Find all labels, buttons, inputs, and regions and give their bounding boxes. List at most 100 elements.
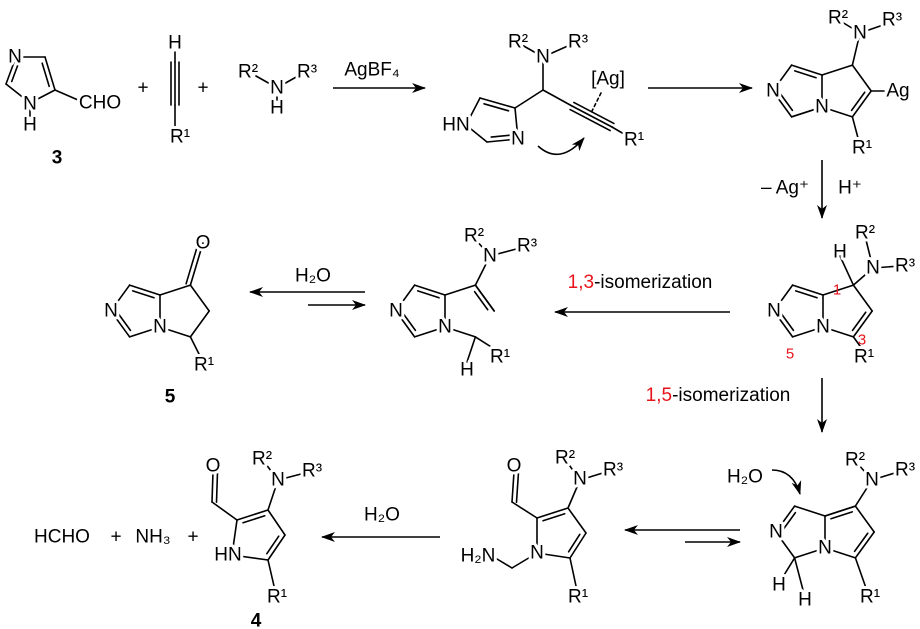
bond	[215, 471, 219, 503]
bond	[486, 138, 519, 143]
atom-n-amine: N	[865, 470, 879, 491]
bond	[822, 284, 855, 296]
plus-sign: +	[187, 527, 198, 548]
curved-arrow-water-attack	[771, 469, 802, 495]
atom-n-left: N	[104, 301, 118, 322]
atom-n1: N	[23, 94, 37, 115]
substituent-r3: R³	[882, 10, 902, 31]
atom-n-amine: N	[573, 469, 587, 490]
bond	[579, 471, 607, 481]
bond	[851, 32, 861, 66]
bond	[267, 534, 286, 561]
cyclized-silver-intermediate: R² N R³ N N Ag R¹	[763, 5, 912, 162]
substituent-r3: R³	[603, 460, 623, 481]
bond	[10, 61, 20, 83]
bond	[839, 255, 855, 286]
substituent-r3: R³	[568, 32, 588, 53]
substituent-r3: R³	[517, 236, 537, 257]
bond	[128, 284, 161, 296]
substituent-r2: R²	[855, 223, 875, 244]
atom-h: H	[798, 590, 812, 611]
bond	[793, 505, 826, 517]
bond	[474, 255, 491, 286]
bond	[852, 310, 874, 338]
isomerization-15-label: 1,5-isomerization	[646, 385, 791, 406]
bond	[44, 56, 56, 91]
position-3: 3	[858, 332, 866, 349]
atom-h: H	[23, 115, 37, 136]
substituent-r1: R¹	[854, 347, 874, 368]
substituent-r1: R¹	[624, 130, 644, 151]
bond	[473, 290, 489, 311]
bond	[185, 240, 200, 285]
plus-sign: +	[110, 527, 121, 548]
isomerization-text: -isomerization	[672, 385, 790, 406]
bond	[128, 326, 161, 338]
atom-n-left: N	[766, 81, 780, 102]
bond	[791, 284, 824, 296]
bond	[511, 471, 515, 503]
isoimidazole-intermediate: H₂O R² N R³ N N H H R¹	[727, 447, 918, 614]
atom-n-left: N	[769, 522, 783, 543]
atom-o: O	[206, 456, 221, 477]
bond	[822, 326, 855, 338]
bond	[466, 336, 477, 363]
bond	[536, 552, 571, 559]
bond	[29, 89, 56, 104]
bond	[821, 64, 854, 76]
bond	[514, 89, 544, 109]
bond	[771, 90, 793, 118]
atom-n3: N	[8, 47, 22, 68]
atom-n-bridge: N	[153, 317, 167, 338]
atom-n-amine: N	[866, 258, 880, 279]
bond	[793, 547, 826, 559]
bond	[479, 97, 516, 109]
bond	[779, 311, 795, 332]
bond	[611, 126, 625, 135]
substituent-r1: R¹	[860, 587, 880, 608]
bond	[242, 514, 266, 524]
bond	[159, 284, 192, 296]
bond	[267, 509, 286, 536]
substituent-r1: R¹	[170, 127, 190, 148]
bond	[41, 62, 50, 88]
substituent-r3: R³	[895, 460, 915, 481]
bond	[780, 557, 796, 581]
compound-5: O N N R¹ 5	[101, 230, 217, 408]
water-label: H₂O	[727, 467, 763, 488]
bond	[851, 64, 873, 92]
substituent-r1: R¹	[852, 138, 872, 159]
substituent-r2: R²	[845, 450, 865, 471]
bond	[490, 134, 514, 138]
step-condition-minus-ag: – Ag⁺	[761, 178, 809, 199]
substituent-r2: R²	[238, 62, 258, 83]
substituent-r2: R²	[464, 226, 484, 247]
position-1: 1	[833, 282, 841, 299]
bond	[267, 559, 275, 587]
bond	[394, 284, 416, 312]
secondary-amine: R² N H R³	[235, 59, 320, 119]
bond	[211, 501, 238, 521]
isomerization-locants: 1,5	[646, 385, 672, 406]
substituent-r1: R¹	[568, 587, 588, 608]
water-label: H₂O	[295, 266, 331, 287]
bond	[841, 21, 861, 34]
bond	[465, 124, 488, 143]
bond	[854, 557, 867, 589]
bond	[851, 116, 859, 139]
bond	[790, 64, 823, 76]
bond	[824, 547, 857, 559]
atom-n-ring: N	[530, 543, 544, 564]
position-5: 5	[786, 346, 794, 363]
bond	[5, 56, 17, 85]
isomerization-locants: 1,3	[568, 272, 594, 293]
step-condition-proton: H⁺	[838, 178, 862, 199]
bond	[255, 75, 273, 86]
bond	[5, 83, 31, 104]
substituent-r1: R¹	[194, 355, 214, 376]
propargylamine-intermediate: R² N R³ HN N [Ag] R¹	[439, 29, 647, 154]
atom-n: N	[270, 78, 284, 99]
bond	[567, 533, 581, 553]
bond	[281, 75, 299, 86]
